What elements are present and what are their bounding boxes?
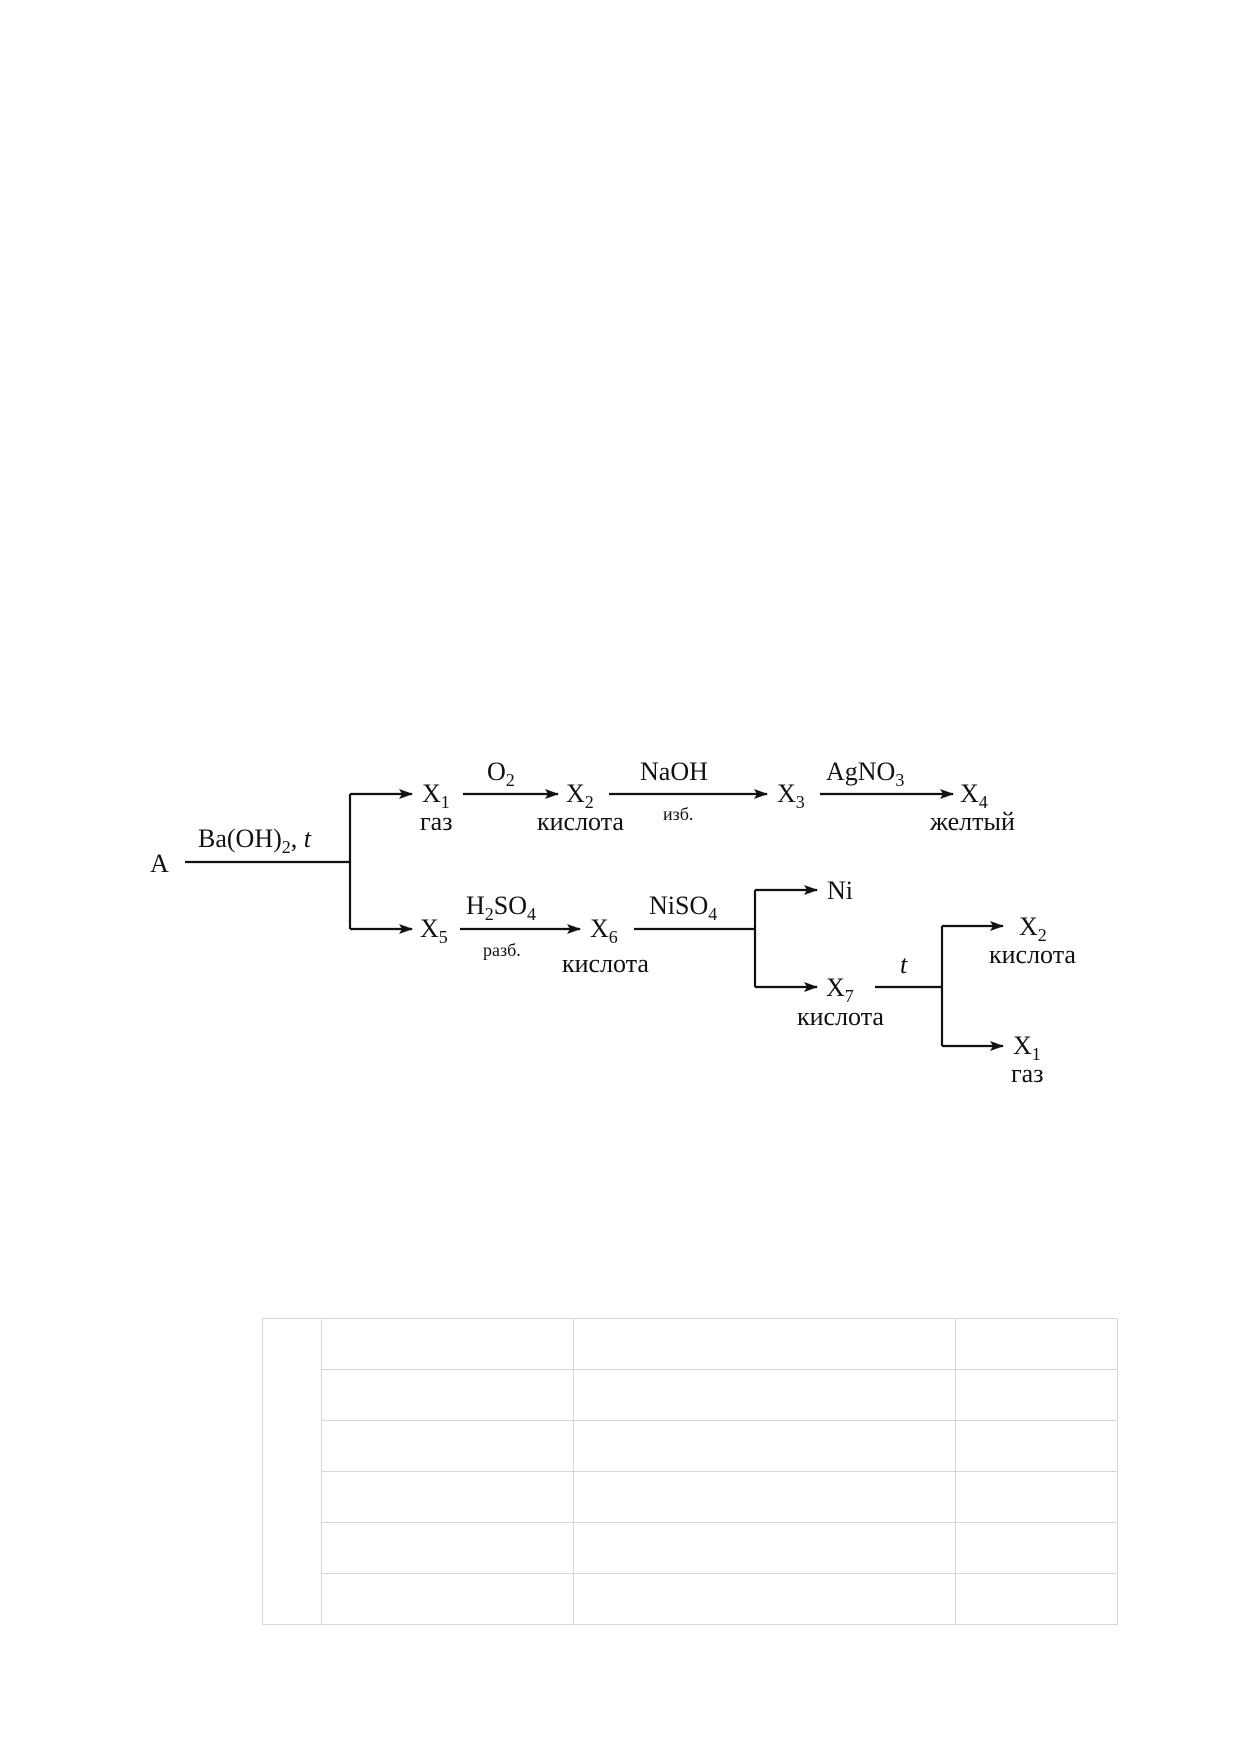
note-x1-gas: газ — [420, 807, 452, 836]
table-cell[interactable] — [321, 1573, 574, 1625]
table-cell[interactable] — [573, 1471, 956, 1523]
species-x2: X2 — [566, 779, 594, 812]
note-x4-yellow: желтый — [929, 807, 1015, 836]
table-row — [263, 1369, 1118, 1421]
table-cell[interactable] — [955, 1318, 1118, 1370]
table-cell[interactable] — [573, 1369, 956, 1421]
species-x6: X6 — [590, 914, 618, 947]
reagent-niso4: NiSO4 — [649, 891, 717, 924]
reagent-h2so4: H2SO4 — [466, 891, 536, 924]
note-h2so4-dilute: разб. — [483, 940, 521, 960]
table-row — [263, 1420, 1118, 1472]
species-a: A — [150, 849, 169, 878]
reagent-heat: t — [900, 950, 908, 979]
note-x1-bottom-gas: газ — [1011, 1059, 1043, 1088]
note-x2-acid: кислота — [537, 807, 624, 836]
species-ni: Ni — [827, 876, 853, 905]
note-x6-acid: кислота — [562, 949, 649, 978]
answer-table — [262, 1318, 1118, 1625]
reagent-agno3: AgNO3 — [826, 757, 904, 790]
table-cell[interactable] — [955, 1369, 1118, 1421]
scheme-connectors — [185, 789, 1004, 1051]
table-cell[interactable] — [573, 1522, 956, 1574]
table-cell[interactable] — [955, 1522, 1118, 1574]
species-x7: X7 — [826, 973, 854, 1006]
species-x3: X3 — [777, 779, 805, 812]
species-x2-bottom: X2 — [1019, 912, 1047, 945]
note-naoh-excess: изб. — [663, 804, 693, 824]
table-index-cell — [262, 1318, 322, 1625]
table-row — [263, 1522, 1118, 1574]
table-cell[interactable] — [321, 1369, 574, 1421]
reagent-ba-oh-2: Ba(OH)2, t — [198, 824, 312, 857]
note-x2-bottom-acid: кислота — [989, 940, 1076, 969]
species-x1-bottom: X1 — [1013, 1031, 1041, 1064]
table-cell[interactable] — [955, 1471, 1118, 1523]
table-cell[interactable] — [955, 1573, 1118, 1625]
table-cell[interactable] — [955, 1420, 1118, 1472]
table-cell[interactable] — [573, 1573, 956, 1625]
species-x4: X4 — [960, 779, 988, 812]
note-x7-acid: кислота — [797, 1002, 884, 1031]
table-cell[interactable] — [573, 1318, 956, 1370]
table-row — [263, 1471, 1118, 1523]
answer-table-body — [262, 1318, 1118, 1625]
table-row — [262, 1318, 1118, 1625]
species-x1: X1 — [422, 779, 450, 812]
table-cell[interactable] — [321, 1318, 574, 1370]
reagent-naoh: NaOH — [640, 757, 708, 786]
table-cell[interactable] — [321, 1522, 574, 1574]
reagent-o2: O2 — [487, 757, 515, 790]
table-cell[interactable] — [321, 1420, 574, 1472]
table-cell[interactable] — [321, 1471, 574, 1523]
table-row — [263, 1573, 1118, 1625]
table-cell[interactable] — [573, 1420, 956, 1472]
species-x5: X5 — [420, 914, 448, 947]
